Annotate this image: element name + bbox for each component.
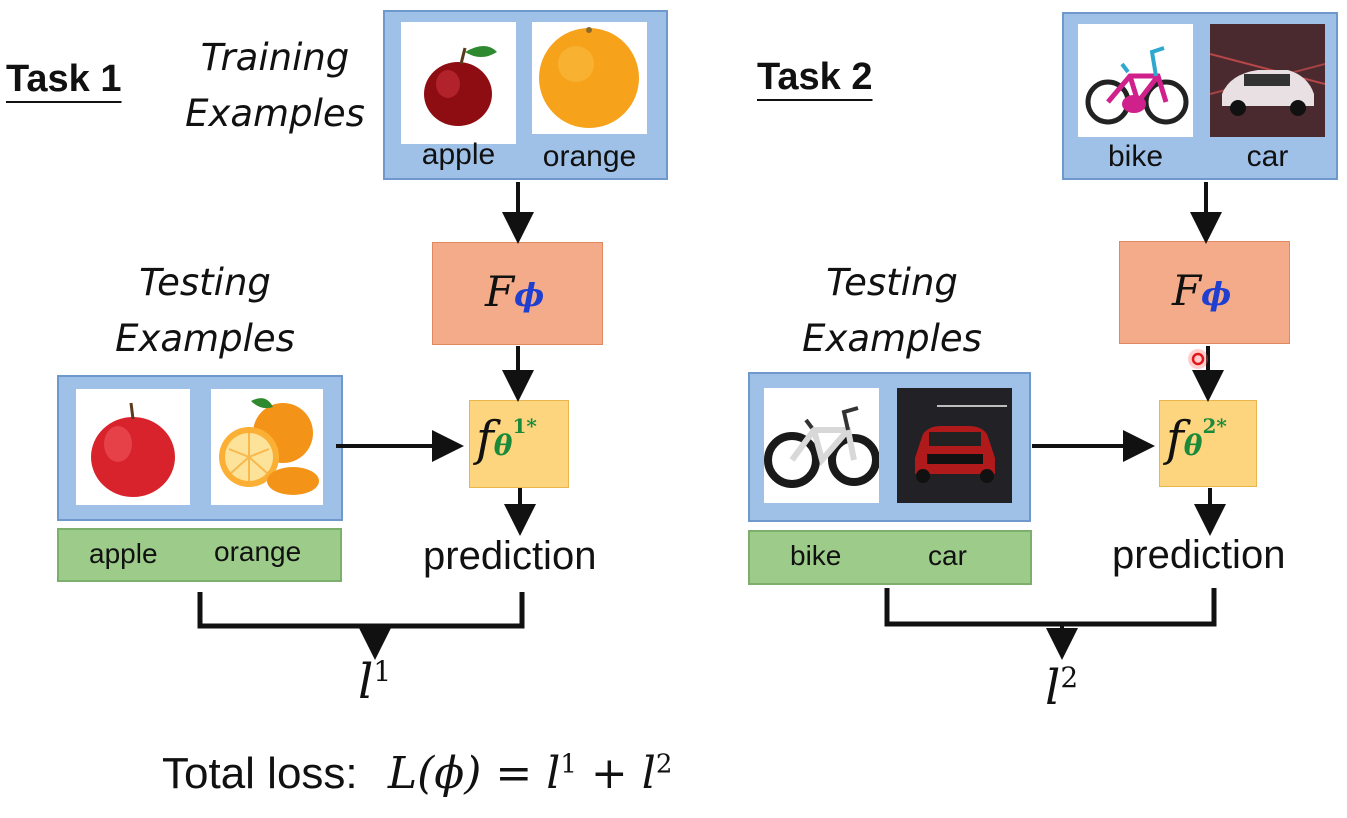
task2-loss: l2	[1045, 660, 1079, 716]
task2-model-box: fθ2*	[1159, 400, 1257, 487]
cursor-indicator-icon	[1188, 349, 1208, 369]
task2-training-bike-image	[1078, 24, 1193, 137]
task1-loss: l1	[358, 654, 392, 710]
task1-testing-orange-image	[211, 389, 323, 505]
task1-model-label: fθ1*	[476, 411, 537, 467]
task2-testing-box	[748, 372, 1031, 522]
task1-label-apple: apple	[89, 538, 158, 569]
apple-icon	[91, 402, 175, 497]
task2-label-box: bike car	[748, 530, 1032, 585]
task2-training-cap-bike: bike	[1107, 140, 1164, 173]
task1-prediction: prediction	[423, 534, 597, 578]
task2-training-car-image	[1210, 24, 1325, 137]
task2-prediction: prediction	[1112, 533, 1286, 577]
task2-meta-model-box: Fϕ	[1119, 241, 1290, 344]
task2-testing-car-image	[897, 388, 1012, 503]
task2-title: Task 2	[757, 56, 873, 98]
total-loss-formula: Total loss: L(ϕ) = l1 + l2	[162, 748, 673, 799]
task1-training-apple-image	[401, 22, 516, 144]
task1-model-box: fθ1*	[469, 400, 569, 488]
car-icon	[1210, 24, 1325, 137]
apple-icon	[424, 46, 497, 126]
task2-model-label: fθ2*	[1166, 411, 1227, 467]
task2-training-cap-car: car	[1246, 140, 1289, 173]
task1-training-cap-apple: apple	[421, 138, 496, 171]
task1-label-orange: orange	[214, 536, 302, 567]
task2-testing-bike-image	[764, 388, 879, 503]
task1-training-label: Training Examples	[185, 36, 365, 135]
task1-label-box: apple orange	[57, 528, 342, 582]
task1-training-cap-orange: orange	[542, 140, 637, 173]
car-icon	[897, 388, 1012, 503]
task1-title: Task 1	[6, 58, 122, 100]
bike-icon	[1085, 46, 1189, 125]
task1-training-orange-image	[532, 22, 647, 134]
task1-testing-apple-image	[76, 389, 190, 505]
task1-testing-box	[57, 375, 343, 521]
task2-loss-bracket	[884, 588, 1217, 627]
orange-icon	[219, 398, 319, 495]
orange-icon	[539, 27, 639, 128]
task2-training-box: bike car	[1062, 12, 1338, 180]
task1-loss-bracket	[197, 592, 525, 629]
bike-icon	[764, 406, 879, 488]
task1-meta-model-box: Fϕ	[432, 242, 603, 345]
task2-meta-model-label: Fϕ	[1172, 266, 1232, 315]
task1-training-box: apple orange	[383, 10, 668, 180]
task1-meta-model-label: Fϕ	[485, 267, 545, 316]
task2-testing-label: Testing Examples	[802, 261, 982, 360]
task2-label-car: car	[928, 540, 967, 571]
task1-testing-label: Testing Examples	[115, 261, 295, 360]
total-loss-equation: L(ϕ) = l1 + l2	[387, 748, 673, 799]
task2-label-bike: bike	[790, 540, 842, 571]
